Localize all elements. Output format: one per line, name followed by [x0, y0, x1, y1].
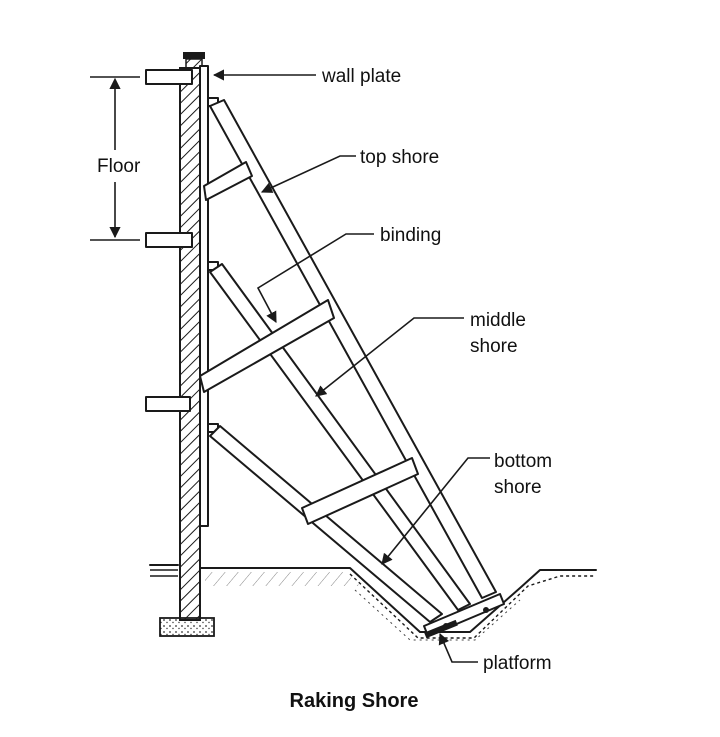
label-platform: platform	[483, 653, 552, 674]
top-shore	[209, 99, 497, 599]
leader-lines	[212, 69, 490, 663]
label-floor: Floor	[97, 156, 141, 177]
label-bottom-shore-line2: shore	[494, 477, 542, 498]
ground	[149, 564, 597, 641]
label-binding: binding	[380, 225, 441, 246]
floor-dimension	[90, 76, 140, 241]
bottom-shore	[209, 425, 443, 623]
diagram-title: Raking Shore	[290, 690, 419, 712]
floor-joists	[145, 69, 193, 412]
wall-plate	[199, 65, 209, 527]
bindings	[199, 161, 419, 525]
label-wall-plate: wall plate	[321, 66, 401, 87]
label-middle-shore-line1: middle	[470, 310, 526, 331]
platform	[423, 593, 505, 639]
label-middle-shore-line2: shore	[470, 336, 518, 357]
label-top-shore: top shore	[360, 147, 439, 168]
label-bottom-shore-line1: bottom	[494, 451, 552, 472]
